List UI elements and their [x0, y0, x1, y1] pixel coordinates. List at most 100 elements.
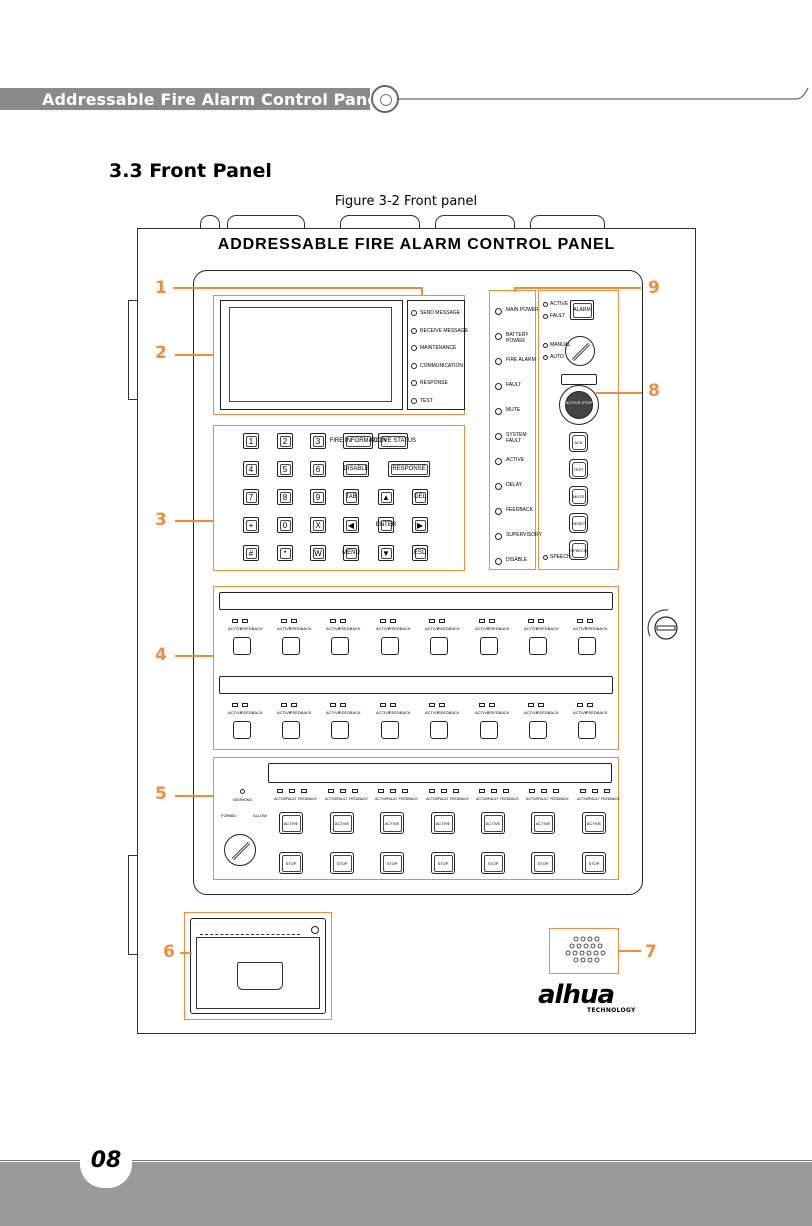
module-button[interactable]	[233, 637, 251, 655]
indicator-label: FAULT	[506, 382, 522, 388]
keypad-key[interactable]: #	[243, 545, 259, 561]
keypad-key[interactable]: RESPONSE	[388, 461, 430, 477]
keypad-key[interactable]: 8	[277, 489, 293, 505]
footer-page-tab	[80, 1148, 132, 1188]
module-button[interactable]	[430, 721, 448, 739]
multiline-stop-key[interactable]: STOP	[531, 852, 555, 874]
keypad-key[interactable]: ACTIVE STATUS	[370, 433, 416, 449]
keypad-key[interactable]: ESC	[412, 545, 428, 561]
keypad-key[interactable]: ENTER	[376, 517, 396, 533]
module-button[interactable]	[578, 637, 596, 655]
multiline-led	[479, 789, 485, 793]
multiline-led	[340, 789, 346, 793]
status-led-label: MAINTENANCE	[420, 345, 457, 351]
keypad-key[interactable]: *	[277, 545, 293, 561]
keypad-key[interactable]: ▼	[378, 545, 394, 561]
multiline-stop-key[interactable]: STOP	[582, 852, 606, 874]
keypad-key[interactable]: ◀	[343, 517, 359, 533]
module-active-led	[380, 703, 386, 707]
module-button[interactable]	[529, 637, 547, 655]
printer-latch[interactable]	[237, 962, 283, 990]
active-key-label: ACTIVE	[533, 814, 553, 832]
module-button[interactable]	[480, 637, 498, 655]
keypad-key[interactable]: DISABLE	[343, 461, 369, 477]
enable-key-switch[interactable]	[224, 834, 256, 866]
multiline-active-key[interactable]: ACTIVE	[279, 812, 303, 834]
callout-number: 7	[645, 942, 657, 962]
multiline-active-key[interactable]: ACTIVE	[380, 812, 404, 834]
keypad-key[interactable]: X	[310, 517, 326, 533]
keypad-key[interactable]: 4	[243, 461, 259, 477]
alarm-key[interactable]: ALARM	[570, 300, 594, 320]
module-button[interactable]	[529, 721, 547, 739]
door-lock-icon[interactable]	[640, 598, 686, 658]
multiline-active-key[interactable]: ACTIVE	[531, 812, 555, 834]
printer[interactable]	[190, 918, 326, 1014]
multiline-stop-key[interactable]: STOP	[330, 852, 354, 874]
keypad-key[interactable]: FIRE INFORMATION	[330, 433, 386, 449]
control-key[interactable]: RESET	[569, 513, 588, 533]
module-button[interactable]	[578, 721, 596, 739]
keypad-key[interactable]: DEL	[412, 489, 428, 505]
brand-logo: alhua	[538, 980, 615, 1010]
inner-panel	[193, 270, 643, 895]
module-active-led	[281, 619, 287, 623]
callout-leader	[175, 795, 213, 797]
multiline-active-key[interactable]: ACTIVE	[330, 812, 354, 834]
multiline-stop-key[interactable]: STOP	[380, 852, 404, 874]
keypad-key[interactable]: 7	[243, 489, 259, 505]
control-key[interactable]: MUTE	[569, 486, 588, 506]
key-slot-icon	[231, 841, 251, 861]
multiline-led	[352, 789, 358, 793]
keypad-key[interactable]: 3	[310, 433, 326, 449]
module-active-led	[330, 619, 336, 623]
multiline-active-key[interactable]: ACTIVE	[481, 812, 505, 834]
keypad-key[interactable]: ▲	[378, 489, 394, 505]
keypad-key[interactable]: 2	[277, 433, 293, 449]
module-active-label: ACTIVE	[425, 626, 440, 631]
lcd-screen[interactable]	[220, 300, 403, 410]
multiline-stop-key[interactable]: STOP	[431, 852, 455, 874]
module-button[interactable]	[381, 721, 399, 739]
module-button[interactable]	[331, 637, 349, 655]
module-button[interactable]	[282, 721, 300, 739]
multiline-led-label: FAULT	[286, 797, 297, 801]
keypad-key[interactable]: 6	[310, 461, 326, 477]
module-button[interactable]	[381, 637, 399, 655]
keypad-key[interactable]: W	[310, 545, 326, 561]
keypad-key[interactable]: 1	[243, 433, 259, 449]
module-button[interactable]	[233, 721, 251, 739]
module-feedback-label: FEEDBACK	[488, 626, 510, 631]
module-button[interactable]	[331, 721, 349, 739]
keypad-key[interactable]: 5	[277, 461, 293, 477]
keypad-key[interactable]: ▶	[412, 517, 428, 533]
keypad-key[interactable]: MENU	[342, 545, 360, 561]
control-key[interactable]: TEST	[569, 459, 588, 479]
module-active-label: ACTIVE	[524, 710, 539, 715]
keypad-key[interactable]: 0	[277, 517, 293, 533]
control-key-label: SPEECH	[570, 542, 587, 558]
multiline-led-label: ACTIVE	[577, 797, 590, 801]
module-button[interactable]	[480, 721, 498, 739]
multiline-led-label: ACTIVE	[426, 797, 439, 801]
keypad-key[interactable]: 9	[310, 489, 326, 505]
callout-leader	[175, 655, 213, 657]
multiline-stop-key[interactable]: STOP	[279, 852, 303, 874]
multiline-active-key[interactable]: ACTIVE	[582, 812, 606, 834]
multiline-led	[402, 789, 408, 793]
mode-key-switch[interactable]	[565, 336, 595, 366]
module-feedback-led	[439, 703, 445, 707]
keypad-key[interactable]: +	[243, 517, 259, 533]
indicator-label: MAIN POWER	[506, 307, 539, 313]
panel-title: ADDRESSABLE FIRE ALARM CONTROL PANEL	[217, 236, 616, 253]
module-button[interactable]	[282, 637, 300, 655]
keypad-key[interactable]: TAB	[343, 489, 359, 505]
control-key[interactable]: ACK	[569, 432, 588, 452]
multiline-active-key[interactable]: ACTIVE	[431, 812, 455, 834]
control-key[interactable]: SPEECH	[569, 540, 588, 560]
keypad-key-label: TAB	[345, 491, 357, 503]
control-key-label: ACK	[571, 434, 586, 450]
multiline-stop-key[interactable]: STOP	[481, 852, 505, 874]
keypad-key-label: ▼	[380, 547, 392, 559]
module-button[interactable]	[430, 637, 448, 655]
